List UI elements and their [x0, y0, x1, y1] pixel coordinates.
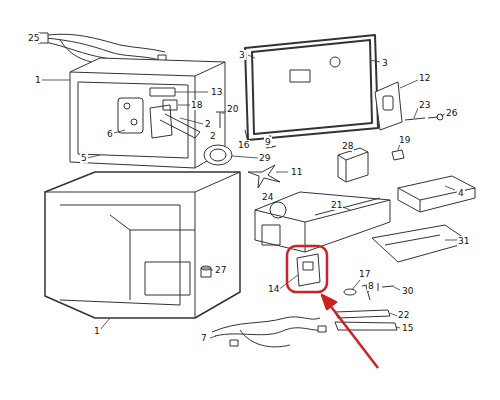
callout-number: 2: [209, 131, 217, 141]
callout-number: 23: [418, 100, 431, 110]
highlight: [287, 246, 378, 368]
callout-number: 14: [267, 284, 280, 294]
clip: [392, 150, 404, 160]
bracket: [375, 82, 402, 130]
callout-number: 18: [190, 100, 203, 110]
callout-number: 12: [418, 73, 431, 83]
callout-number: 22: [397, 310, 410, 320]
callout-number: 1: [34, 75, 42, 85]
seal-strip: [335, 310, 397, 330]
cap: [201, 266, 211, 277]
callout-number: 29: [258, 153, 271, 163]
callout-number: 20: [226, 104, 239, 114]
callout-number: 5: [80, 153, 88, 163]
callout-number: 6: [106, 129, 114, 139]
screw-head: [437, 114, 443, 120]
fan-housing: [255, 192, 390, 252]
callout-number: 3: [381, 58, 389, 68]
gasket-panel: [245, 35, 378, 140]
liner: [45, 172, 240, 318]
callout-number: 16: [237, 140, 250, 150]
callout-number: 2: [204, 119, 212, 129]
callout-number: 8: [367, 281, 375, 291]
callout-number: 9: [264, 137, 272, 147]
screw: [405, 117, 438, 120]
callout-number: 3: [238, 50, 246, 60]
module: [398, 176, 475, 212]
callout-number: 31: [457, 236, 470, 246]
mounting-plate: [372, 225, 470, 262]
fan-blade: [248, 165, 280, 188]
callout-number: 17: [358, 269, 371, 279]
callout-number: 11: [290, 167, 303, 177]
wire-harness: [212, 317, 326, 347]
callout-number: 21: [330, 200, 343, 210]
callout-number: 28: [341, 141, 354, 151]
cover: [338, 148, 368, 182]
callout-number: 27: [214, 265, 227, 275]
callout-number: 7: [200, 333, 208, 343]
screw: [216, 112, 224, 128]
callout-number: 24: [261, 192, 274, 202]
callout-number: 13: [210, 87, 223, 97]
callout-number: 1: [93, 326, 101, 336]
callout-number: 4: [457, 188, 465, 198]
callout-number: 19: [398, 135, 411, 145]
control-housing: [70, 58, 225, 168]
callout-number: 25: [27, 33, 40, 43]
ring: [204, 145, 232, 165]
leader-lines: [37, 38, 457, 338]
callout-number: 26: [445, 108, 458, 118]
callout-number: 15: [401, 323, 414, 333]
cover-plate: [297, 254, 320, 286]
callout-number: 30: [401, 286, 414, 296]
